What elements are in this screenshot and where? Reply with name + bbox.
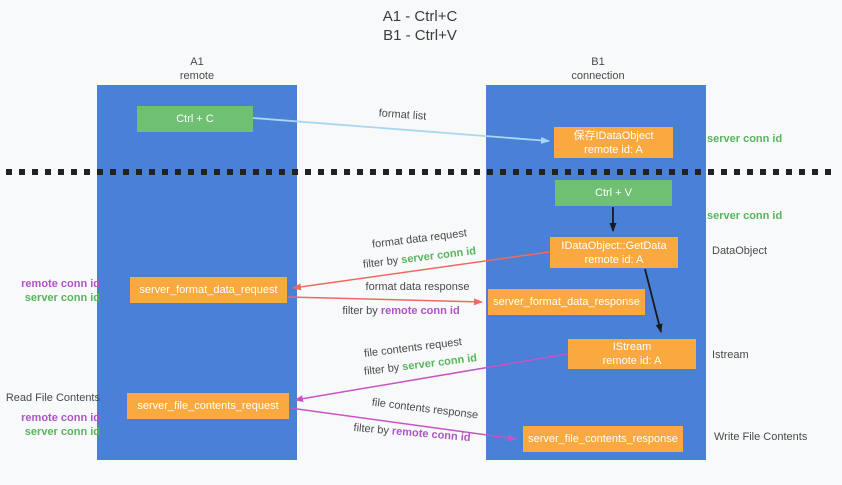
filter-prefix-1: filter by (362, 254, 403, 271)
node-save-idataobject-line2: remote id: A (584, 143, 643, 156)
filter-prefix-3: filter by (363, 361, 404, 378)
node-server-format-data-request-label: server_format_data_request (139, 284, 278, 296)
left-label-conn-ids-2: remote conn id server conn id (0, 411, 100, 439)
node-server-file-contents-response-label: server_file_contents_response (528, 433, 678, 445)
flow-label-filter-remote-2: filter by remote conn id (348, 421, 477, 444)
dotted-separator-line (6, 169, 836, 175)
filter-value-remote-1: remote conn id (380, 305, 460, 317)
node-istream-line2: remote id: A (602, 355, 662, 367)
node-istream: IStream remote id: A (568, 339, 696, 369)
node-save-idataobject-line1: 保存IDataObject (573, 129, 654, 142)
node-save-idataobject: 保存IDataObject remote id: A (554, 127, 673, 158)
lifeline-header-a1: A1 remote (142, 55, 252, 83)
node-ctrl-v-label: Ctrl + V (595, 187, 632, 199)
lifeline-a1-id: A1 (190, 56, 204, 68)
node-istream-line1: IStream (612, 341, 652, 353)
flow-label-filter-remote-1: filter by remote conn id (337, 305, 465, 317)
title-line-a1: A1 - Ctrl+C (382, 8, 458, 25)
node-server-file-contents-response: server_file_contents_response (523, 426, 683, 452)
node-server-file-contents-request: server_file_contents_request (127, 393, 289, 419)
filter-prefix-2: filter by (342, 305, 381, 317)
node-server-file-contents-request-label: server_file_contents_request (137, 400, 279, 412)
node-ctrl-c-label: Ctrl + C (176, 113, 214, 125)
diagram-title: A1 - Ctrl+C B1 - Ctrl+V (320, 7, 520, 45)
lifeline-b1-role: connection (571, 70, 625, 82)
flow-label-format-list: format list (378, 107, 427, 123)
arrow-format-data-response (287, 296, 483, 306)
filter-value-server-1: server conn id (400, 245, 477, 267)
node-idataobject-getdata-line1: IDataObject::GetData (561, 239, 667, 252)
node-server-format-data-response-label: server_format_data_response (493, 296, 640, 308)
node-ctrl-c: Ctrl + C (137, 106, 253, 132)
left-label-server-conn-id-1: server conn id (24, 292, 100, 304)
flow-label-format-data-response: format data response (365, 281, 470, 293)
left-label-conn-ids-1: remote conn id server conn id (0, 277, 100, 305)
filter-prefix-4: filter by (353, 421, 393, 438)
left-label-remote-conn-id-1: remote conn id (21, 278, 100, 290)
node-ctrl-v: Ctrl + V (555, 180, 672, 206)
left-label-remote-conn-id-2: remote conn id (21, 412, 100, 424)
right-label-istream: Istream (712, 349, 749, 361)
right-label-write-file-contents: Write File Contents (714, 431, 808, 443)
filter-value-remote-2: remote conn id (391, 425, 471, 445)
lifeline-a1-role: remote (179, 70, 215, 82)
node-server-format-data-request: server_format_data_request (130, 277, 287, 303)
right-label-server-conn-id-top: server conn id (707, 133, 783, 145)
title-line-b1: B1 - Ctrl+V (383, 27, 457, 44)
filter-value-server-2: server conn id (401, 352, 478, 374)
node-server-format-data-response: server_format_data_response (488, 289, 645, 315)
lifeline-b1-id: B1 (591, 56, 605, 68)
lifeline-header-b1: B1 connection (543, 55, 653, 83)
right-label-dataobject: DataObject (712, 245, 768, 257)
left-label-server-conn-id-2: server conn id (24, 426, 100, 438)
flow-label-file-contents-response: file contents response (371, 396, 479, 422)
node-idataobject-getdata-line2: remote id: A (584, 253, 644, 266)
node-idataobject-getdata: IDataObject::GetData remote id: A (550, 237, 678, 268)
left-label-read-file-contents: Read File Contents (5, 392, 100, 404)
right-label-server-conn-id-mid: server conn id (707, 210, 783, 222)
